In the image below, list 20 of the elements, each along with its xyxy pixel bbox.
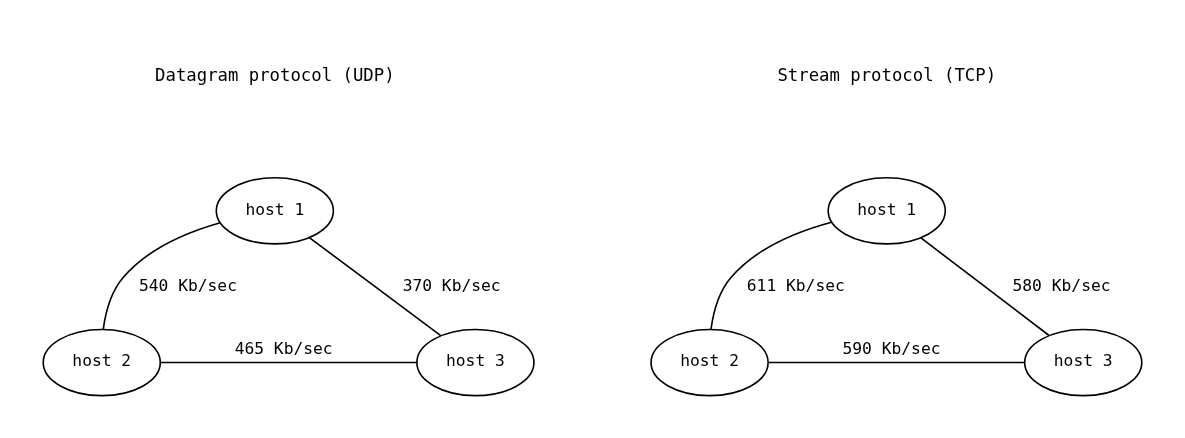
- edge-label: 540 Kb/sec: [138, 275, 237, 295]
- node-ellipse: host 3: [1023, 328, 1143, 396]
- connector: [920, 236, 1050, 336]
- edge-label: 590 Kb/sec: [842, 338, 941, 358]
- connector: [102, 221, 222, 330]
- edge-label: 465 Kb/sec: [234, 338, 333, 358]
- edge-label: 580 Kb/sec: [1012, 275, 1111, 295]
- label: Datagram protocol (UDP): [155, 64, 395, 85]
- edge-label: 611 Kb/sec: [746, 275, 845, 295]
- connector: [710, 220, 833, 330]
- edge-label: 370 Kb/sec: [402, 275, 501, 295]
- label: Stream protocol (TCP): [777, 64, 997, 85]
- node-ellipse: host 2: [42, 328, 162, 396]
- connector: [308, 236, 442, 336]
- node-ellipse: host 3: [416, 328, 535, 396]
- connector: [767, 361, 1026, 363]
- node-ellipse: host 1: [215, 176, 335, 245]
- connector: [159, 361, 418, 363]
- node-ellipse: host 1: [827, 176, 947, 245]
- node-ellipse: host 2: [650, 328, 769, 396]
